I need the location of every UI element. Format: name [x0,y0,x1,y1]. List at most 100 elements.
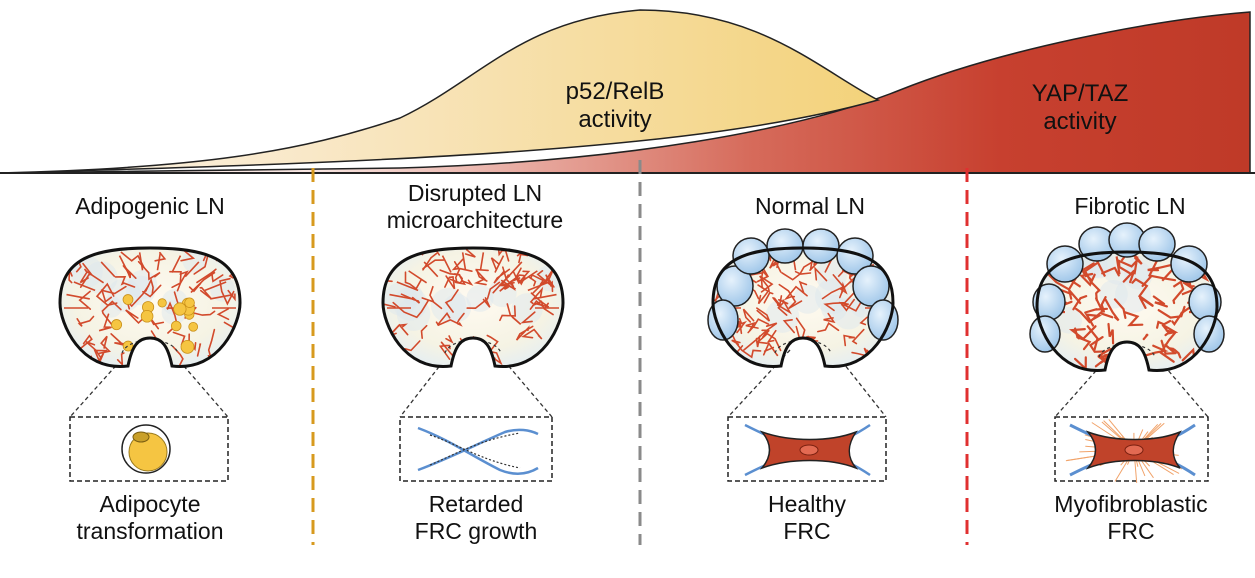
adipocyte-dot [188,321,199,332]
p52-relb-label-line1: p52/RelB [565,78,665,105]
outcome-line: transformation [76,518,224,544]
frc-network-fiber [142,284,162,298]
frc-network-fiber [821,274,845,300]
frc-network-fiber [1164,343,1176,355]
frc-radial-fiber [210,293,234,300]
follicle [766,228,804,264]
frc-network-fiber [1173,348,1182,359]
normal-ln-title: Normal LN [700,193,920,220]
outcome-line: Myofibroblastic [1054,491,1208,517]
frc-radial-fiber [85,270,105,284]
frc-network-fiber [450,312,465,325]
frc-network-fiber [451,258,464,271]
frc-network-fiber [1048,274,1078,291]
frc-network-fiber [216,308,230,321]
lymph-node-outline [381,246,565,368]
stage-title-line: Normal LN [755,193,865,219]
frc-network-fiber [1161,323,1179,337]
frc-radial-fiber [156,252,162,271]
frc-radial-fiber [1095,259,1106,277]
frc-network-fiber [98,335,112,355]
follicle [867,299,899,341]
frc-network-fiber [1086,325,1099,351]
frc-radial-fiber [533,293,557,300]
frc-network-fiber [1123,311,1144,327]
frc-network-fiber [545,274,555,288]
frc-network-fiber [766,329,777,343]
frc-network-fiber [466,281,501,310]
frc-network-fiber [1141,274,1177,287]
pale-patch [511,293,543,325]
pale-patch [815,259,847,291]
frc-network-fiber [745,321,759,332]
follicle [836,237,874,275]
frc-radial-fiber [66,293,90,300]
frc-radial-fiber [396,281,419,292]
frc-network-fiber [490,257,500,270]
frc-network-fiber [76,315,95,327]
frc-network-fiber [1068,325,1097,341]
follicle [716,265,754,307]
frc-network-fiber [457,322,463,327]
follicle [707,299,739,341]
frc-network-fiber [851,328,865,345]
frc-network-fiber [530,292,550,308]
follicle [1046,245,1084,283]
frc-network-fiber [762,341,779,357]
frc-network-fiber [101,300,122,326]
p52-relb-activity-curve [0,9,881,174]
frc-network-fiber [444,275,456,290]
frc-network-fiber [512,270,531,285]
frc-network-fiber [782,319,795,334]
frc-network-fiber [839,281,848,295]
frc-network-fiber [192,310,216,316]
frc-network-fiber [529,286,544,305]
frc-network-fiber [520,311,536,324]
frc-radial-fiber [73,281,96,292]
frc-network-fiber [511,267,522,282]
frc-network-fiber [98,313,112,332]
lymph-node-outline [1035,250,1219,372]
frc-network-fiber [392,299,429,319]
frc-radial-fiber [518,270,538,284]
frc-network-fiber [85,340,102,359]
frc-network-fiber [193,256,209,275]
frc-network-fiber [473,269,487,286]
zoom-box-retarded-frc [399,416,553,482]
outcome-line: Adipocyte [99,491,201,517]
frc-network-fiber [439,269,461,276]
frc-network-fiber [1107,322,1115,345]
fibrotic-lymph-node [1029,222,1225,372]
frc-network-fiber [435,319,452,327]
outcome-line: Healthy [768,491,846,517]
follicle [852,265,890,307]
frc-radial-fiber [461,252,467,271]
follicle [1170,245,1208,283]
frc-network-fiber [223,344,239,349]
frc-network-fiber [454,273,467,286]
frc-network-fiber [755,332,782,352]
yap-taz-activity-curve [0,11,1251,174]
outcome-line: FRC growth [414,518,538,544]
frc-network-fiber [60,248,69,256]
frc-network-fiber [763,291,774,304]
adipocyte-dot [170,320,182,332]
yap-taz-label-line1: YAP/TAZ [1031,80,1129,107]
adipocyte-dot [122,340,134,352]
outcome-line: FRC [783,518,831,544]
frc-network-fiber [515,325,534,341]
frc-network-fiber [1131,277,1154,307]
frc-network-fiber [1160,339,1177,355]
frc-network-fiber [534,355,550,367]
adipocyte-dot [111,319,123,331]
frc-network-fiber [386,323,408,339]
frc-network-fiber [1127,355,1138,369]
frc-network-fiber [429,285,435,302]
frc-network-fiber [843,334,855,347]
frc-network-fiber [421,297,443,310]
frc-radial-fiber [100,261,116,278]
frc-network-fiber [538,248,555,256]
frc-network-fiber [464,249,476,258]
frc-network-fiber [1171,310,1184,326]
adipocyte-dot [180,339,195,354]
